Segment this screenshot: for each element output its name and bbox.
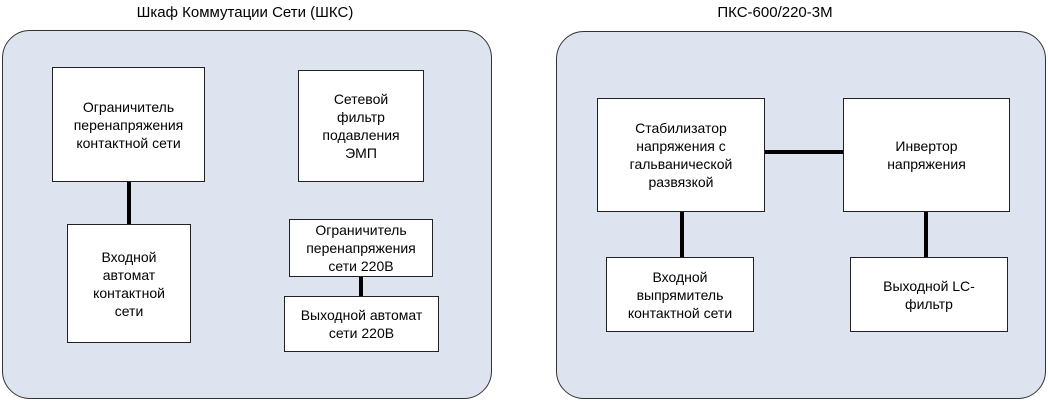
block-overvoltage-contact: Ограничитель перенапряжения контактной с… [52, 67, 205, 182]
block-overvoltage-220: Ограничитель перенапряжения сети 220В [289, 219, 433, 277]
block-input-rectifier: Входной выпрямитель контактной сети [606, 257, 754, 332]
block-input-breaker: Входной автомат контактной сети [67, 224, 191, 343]
connector-line [127, 182, 131, 224]
block-output-breaker: Выходной автомат сети 220В [284, 296, 439, 352]
block-label: Входной выпрямитель контактной сети [627, 268, 733, 321]
block-label: Стабилизатор напряжения с гальванической… [629, 120, 733, 190]
block-emi-filter: Сетевой фильтр подавления ЭМП [298, 70, 424, 182]
block-label: Выходной автомат сети 220В [300, 307, 423, 341]
block-label: Сетевой фильтр подавления ЭМП [322, 91, 400, 161]
block-lc-filter: Выходной LC- фильтр [850, 257, 1008, 332]
block-label: Ограничитель перенапряжения сети 220В [306, 222, 416, 274]
block-label: Входной автомат контактной сети [93, 248, 165, 319]
cabinet-right-panel [556, 31, 1046, 399]
block-label: Ограничитель перенапряжения контактной с… [73, 98, 184, 151]
block-label: Выходной LC- фильтр [883, 277, 975, 312]
connector-line [924, 212, 928, 257]
cabinet-right-title: ПКС-600/220-3М [717, 4, 833, 21]
connector-line [359, 277, 363, 296]
cabinet-left-title: Шкаф Коммутации Сети (ШКС) [136, 4, 354, 21]
connector-line [765, 150, 843, 154]
connector-line [680, 212, 684, 257]
block-inverter: Инвертор напряжения [843, 98, 1010, 212]
block-label: Инвертор напряжения [887, 138, 966, 172]
block-stabilizer: Стабилизатор напряжения с гальванической… [597, 98, 765, 212]
